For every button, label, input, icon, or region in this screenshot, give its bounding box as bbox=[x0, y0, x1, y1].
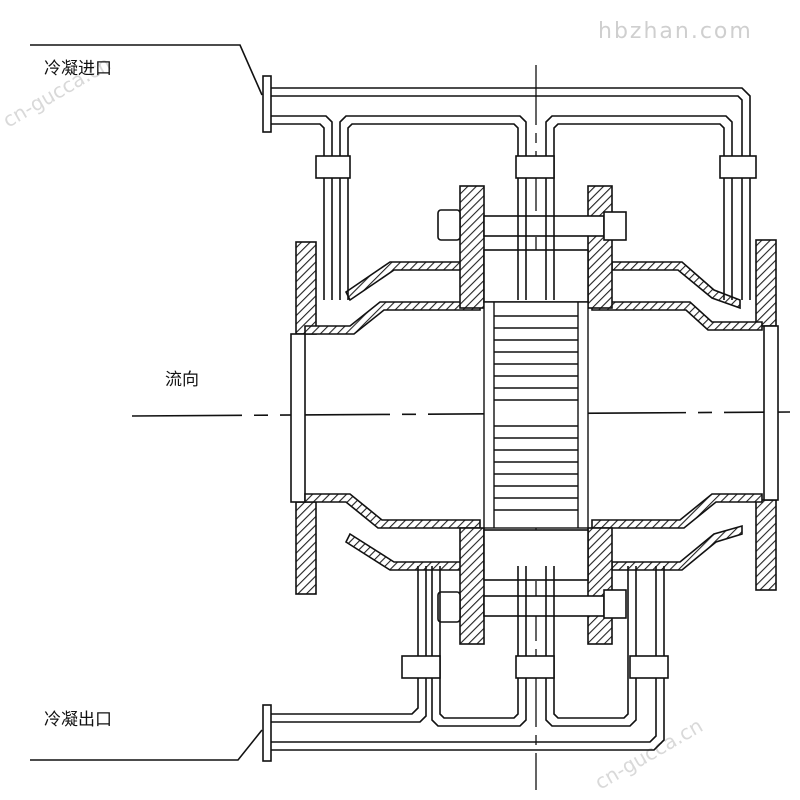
left-flange bbox=[290, 241, 317, 595]
inlet-label-group bbox=[30, 44, 263, 96]
flow-direction-label: 流向 bbox=[165, 370, 199, 390]
outlet-leader-line bbox=[30, 729, 263, 761]
outlet-label: 冷凝出口 bbox=[44, 710, 112, 730]
center-axis-line bbox=[131, 411, 791, 417]
inlet-leader-line bbox=[30, 44, 263, 96]
right-flange bbox=[755, 239, 779, 591]
outlet-label-group bbox=[30, 729, 263, 761]
arrester-slats bbox=[494, 315, 578, 511]
pipe-unions bbox=[315, 155, 757, 679]
inlet-label: 冷凝进口 bbox=[44, 59, 112, 79]
inner-shell bbox=[304, 301, 763, 529]
bolts bbox=[437, 209, 627, 623]
arrester-element bbox=[483, 301, 589, 529]
outlet-piping bbox=[262, 566, 665, 762]
center-flanges bbox=[459, 185, 613, 645]
site-watermark: hbzhan.com bbox=[598, 19, 753, 44]
